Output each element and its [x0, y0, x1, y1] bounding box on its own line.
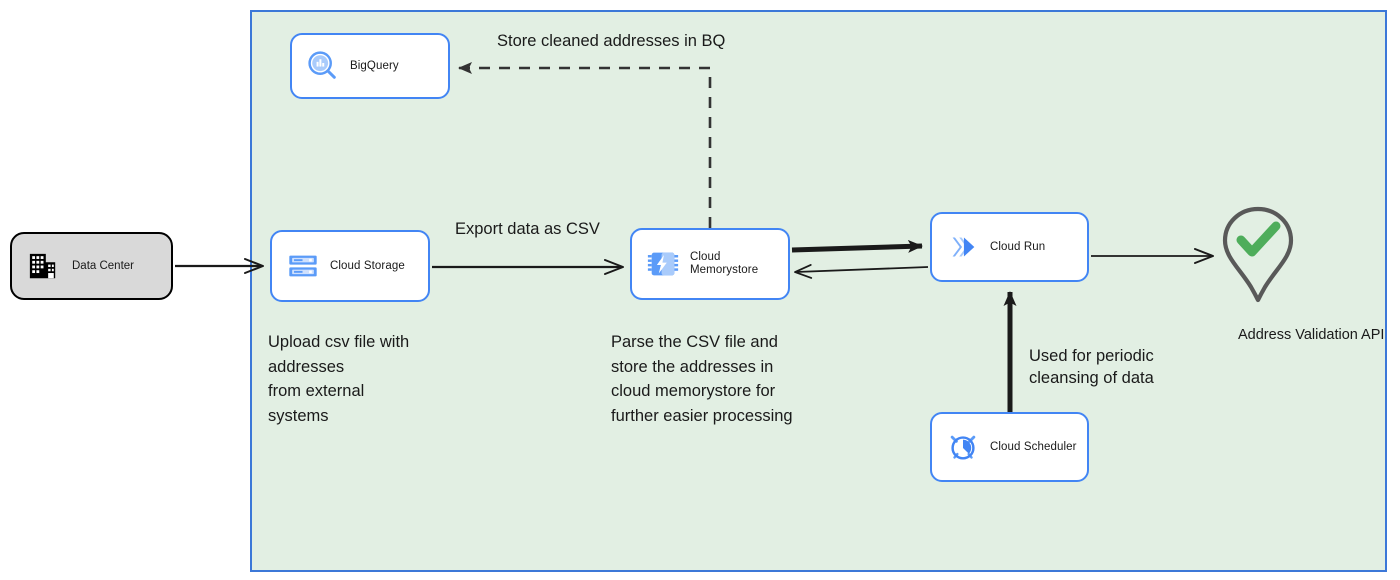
node-label-cloud-storage: Cloud Storage [330, 259, 405, 272]
note-upload-csv: Upload csv file with addresses from exte… [268, 333, 410, 425]
map-pin-check-icon [1222, 206, 1294, 303]
node-cloud-storage[interactable]: Cloud Storage [270, 230, 430, 302]
node-label-cloud-scheduler: Cloud Scheduler [990, 440, 1077, 453]
node-cloud-run[interactable]: Cloud Run [930, 212, 1089, 282]
node-address-validation-api[interactable]: Address Validation API [1218, 205, 1398, 365]
bigquery-icon [308, 51, 336, 79]
node-cloud-memorystore[interactable]: Cloud Memorystore [630, 228, 790, 300]
edge-label-store-in-bq: Store cleaned addresses in BQ [497, 32, 726, 50]
cloud-boundary-container [250, 10, 1387, 572]
node-label-cloud-run: Cloud Run [990, 240, 1046, 253]
memorystore-chip-icon [647, 252, 679, 276]
edge-label-export-csv: Export data as CSV [455, 220, 600, 238]
cloud-scheduler-clock-icon [950, 435, 976, 460]
building-icon [29, 253, 56, 279]
cloud-storage-icon [289, 255, 317, 277]
node-label-bigquery: BigQuery [350, 59, 399, 72]
node-label-cloud-memorystore-line2: Memorystore [690, 264, 759, 276]
node-label-cloud-memorystore-line1: Cloud [690, 251, 721, 263]
node-label-cloud-memorystore: Cloud Memorystore [690, 251, 758, 277]
edge-label-periodic-cleansing: Used for periodic cleansing of data [1029, 347, 1154, 387]
node-label-address-validation-api: Address Validation API [1238, 327, 1385, 343]
node-data-center[interactable]: Data Center [10, 232, 173, 300]
node-cloud-scheduler[interactable]: Cloud Scheduler [930, 412, 1089, 482]
node-label-data-center: Data Center [72, 260, 135, 272]
node-bigquery[interactable]: BigQuery [290, 33, 450, 99]
note-parse-csv: Parse the CSV file and store the address… [611, 333, 793, 425]
cloud-run-icon [952, 237, 975, 257]
